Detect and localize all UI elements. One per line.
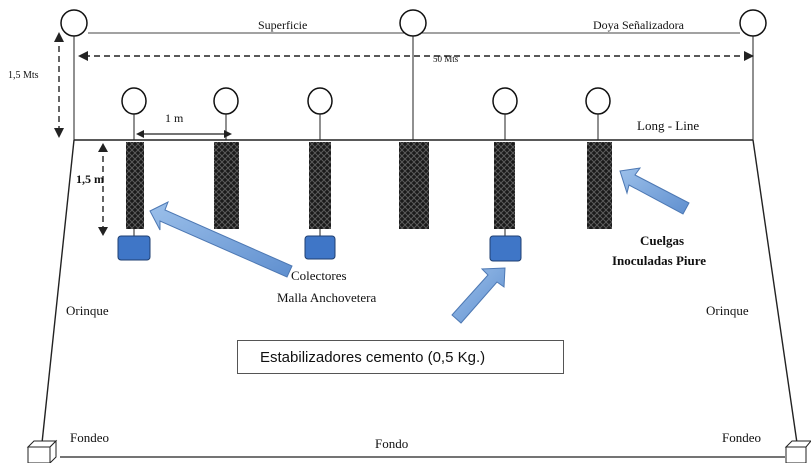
mesh-hang-4 — [399, 142, 429, 229]
bottom-label: Fondo — [375, 436, 408, 451]
anchor-block-right — [784, 440, 811, 463]
arrowhead-left — [78, 51, 88, 61]
mesh-hang-6 — [587, 142, 612, 229]
surface-buoy-right — [739, 9, 767, 37]
surface-buoy-center — [399, 9, 427, 37]
marker-buoy-label: Doya Señalizadora — [593, 18, 685, 32]
mesh-hang-2 — [214, 142, 239, 229]
orinque-right — [752, 139, 798, 444]
orinque-left — [41, 139, 75, 444]
orinque-right-label: Orinque — [706, 303, 749, 318]
long-line-label: Long - Line — [637, 118, 699, 133]
mesh-hang-3 — [309, 142, 331, 229]
subsurface-buoys — [121, 87, 611, 115]
hanging-lines — [126, 142, 612, 229]
stabilizers-label: Estabilizadores cemento (0,5 Kg.) — [260, 348, 486, 366]
mesh-hang-1 — [126, 142, 144, 229]
length-label: 50 Mts — [433, 54, 459, 64]
depth-top-label: 1,5 Mts — [8, 70, 39, 81]
depth-arrow-top — [54, 32, 64, 42]
collectors-label-2: Malla Anchovetera — [277, 290, 376, 305]
stabilizer-2 — [304, 235, 336, 260]
stabilizer-1 — [117, 235, 151, 261]
sub-buoy-2 — [213, 87, 239, 115]
anchor-left-label: Fondeo — [70, 430, 109, 445]
sub-buoy-4 — [492, 87, 518, 115]
sub-buoy-1 — [121, 87, 147, 115]
arrow-to-collectors — [149, 200, 293, 278]
sub-buoy-3 — [307, 87, 333, 115]
stabilizers-label-box: Estabilizadores cemento (0,5 Kg.) — [237, 340, 564, 374]
orinque-left-label: Orinque — [66, 303, 109, 318]
anchor-block-left — [26, 439, 58, 463]
hang-depth-label: 1,5 m — [76, 172, 104, 186]
surface-label: Superficie — [258, 18, 307, 32]
arrow-to-inoculated — [619, 167, 690, 215]
arrowhead-right — [744, 51, 754, 61]
depth-arrow-bottom — [54, 128, 64, 138]
collectors-label: Colectores — [291, 268, 347, 283]
inoculated-label-2: Inoculadas Piure — [612, 253, 706, 268]
inoculated-label: Cuelgas — [640, 233, 684, 248]
stabilizer-weights — [117, 235, 522, 262]
anchor-right-label: Fondeo — [722, 430, 761, 445]
sub-buoy-5 — [585, 87, 611, 115]
surface-buoy-left — [60, 9, 88, 37]
spacing-label: 1 m — [165, 111, 184, 125]
arrow-to-stabilizer — [451, 267, 506, 324]
stabilizer-3 — [489, 235, 522, 262]
mesh-hang-5 — [494, 142, 515, 229]
